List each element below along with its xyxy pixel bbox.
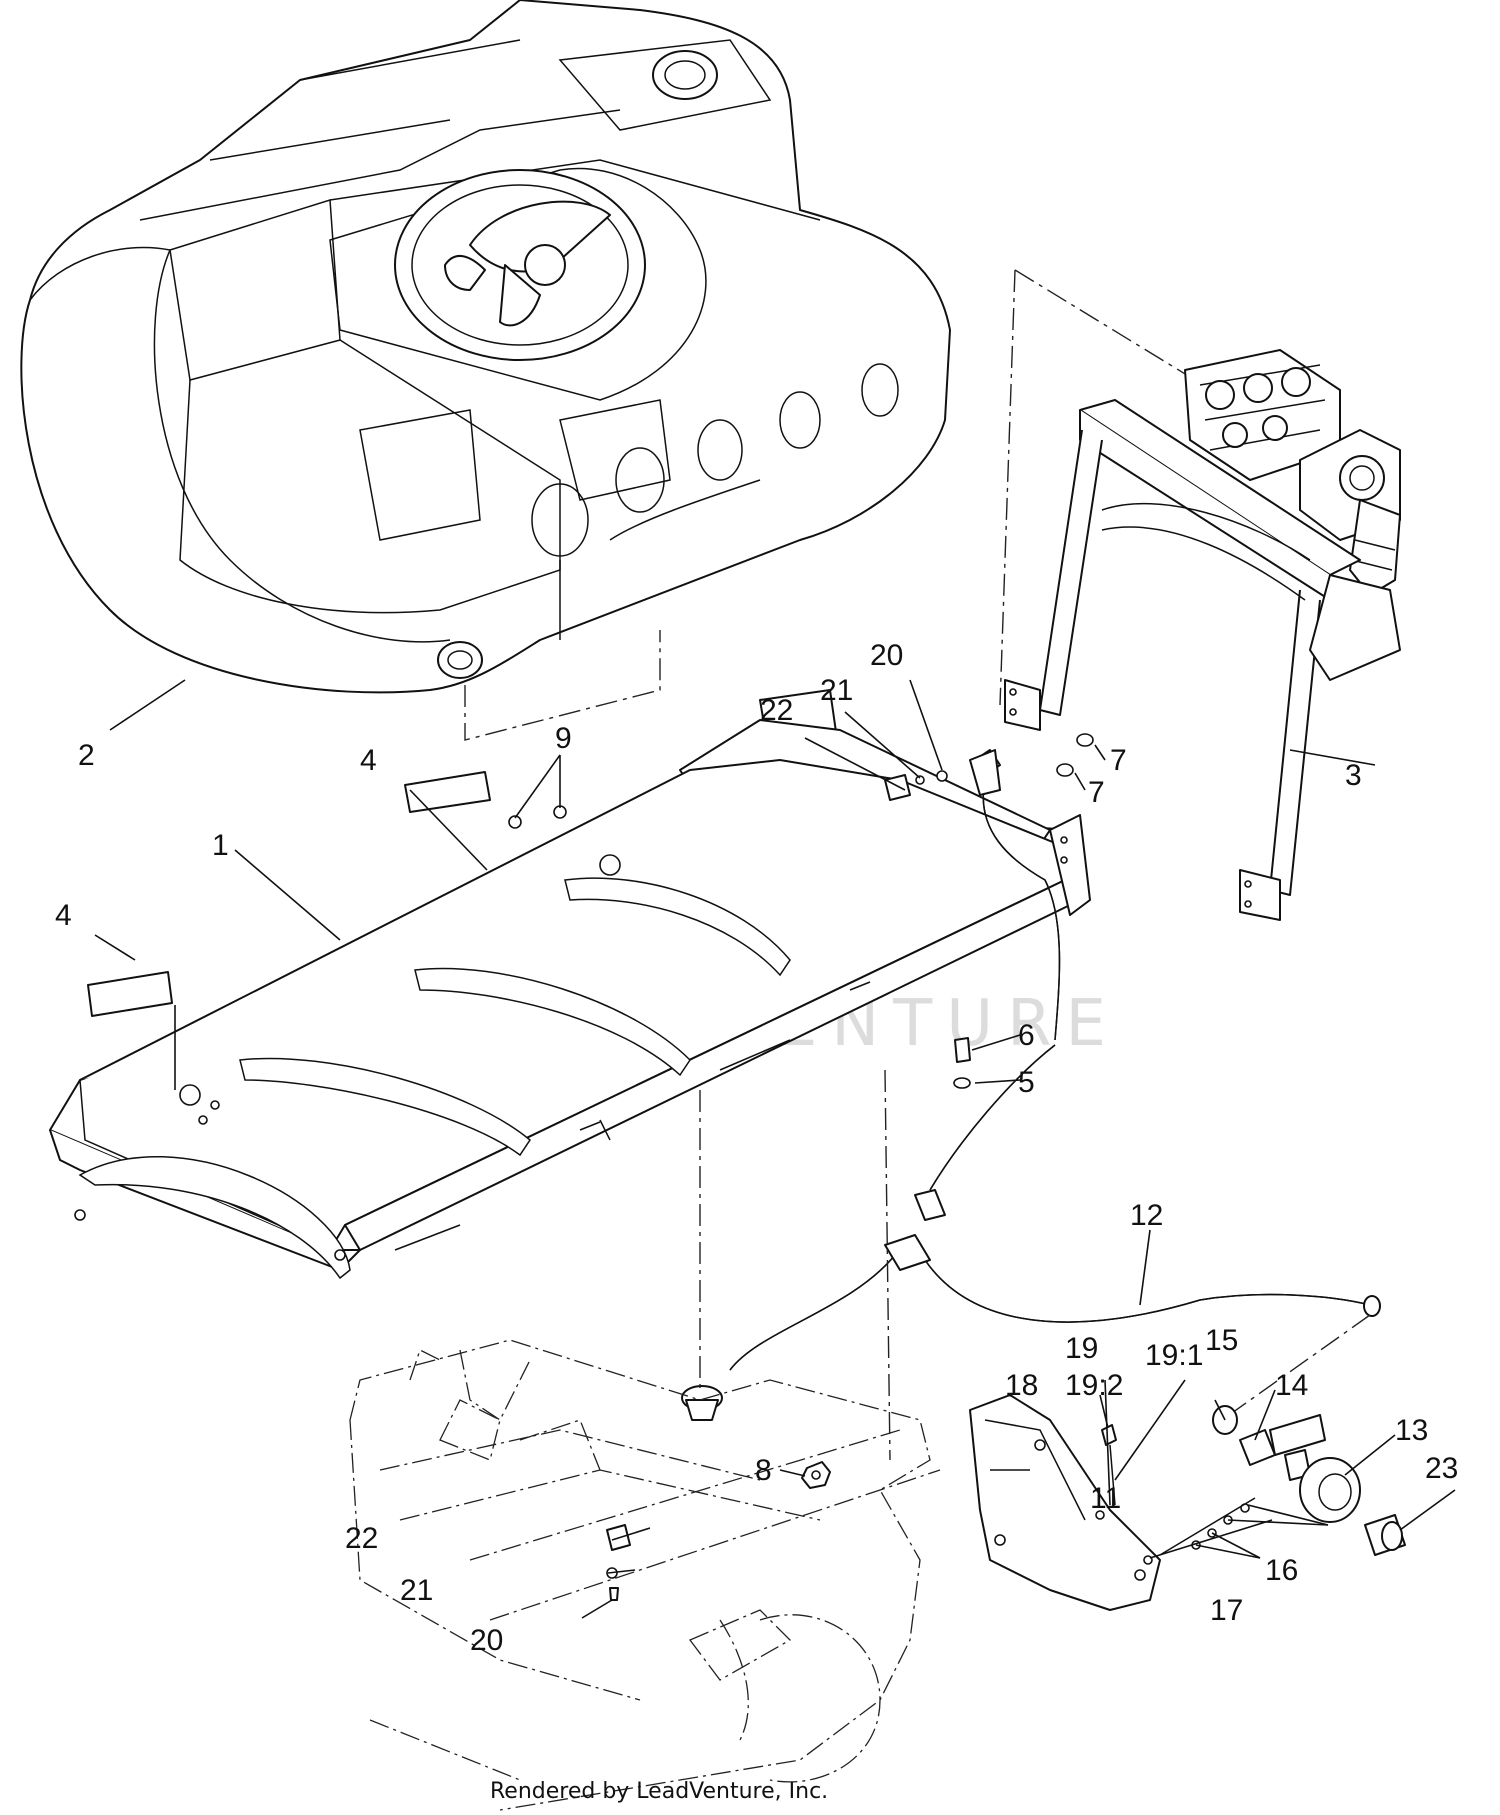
spray-tank — [20, 0, 951, 694]
callout-6: 6 — [1018, 1019, 1035, 1052]
hose-routing-line — [1214, 1314, 1371, 1426]
callout-22-upper: 22 — [760, 694, 793, 727]
decals-item-4 — [87, 771, 491, 1017]
callout-5: 5 — [1018, 1066, 1035, 1099]
bolts-item-7 — [1056, 733, 1094, 777]
render-credit: Rendered by LeadVenture, Inc. — [490, 1779, 828, 1804]
callout-3: 3 — [1345, 759, 1362, 792]
callout-7-lower: 7 — [1088, 776, 1105, 809]
callout-15: 15 — [1205, 1324, 1238, 1357]
pump-alignment-line — [1014, 269, 1196, 381]
callouts: 2 1 3 4 4 5 6 7 7 8 9 11 12 13 14 15 16 … — [55, 639, 1458, 1657]
callout-23: 23 — [1425, 1452, 1458, 1485]
callout-18: 18 — [1005, 1369, 1038, 1402]
leader-lines — [94, 679, 1456, 1619]
callout-2: 2 — [78, 739, 95, 772]
callout-20-lower: 20 — [470, 1624, 503, 1657]
callout-17: 17 — [1210, 1594, 1243, 1627]
callout-21-upper: 21 — [820, 674, 853, 707]
tank-alignment-line-right — [999, 269, 1016, 706]
hardware-item-9 — [508, 805, 567, 829]
callout-14: 14 — [1275, 1369, 1308, 1402]
pump-valve-assembly — [1184, 349, 1401, 596]
callout-11: 11 — [1090, 1482, 1121, 1515]
callout-8: 8 — [755, 1454, 772, 1487]
tank-alignment-line — [464, 630, 661, 741]
front-stand — [1004, 399, 1401, 921]
callout-22-lower: 22 — [345, 1522, 378, 1555]
hoses — [681, 749, 1381, 1421]
nut-item-8 — [801, 1461, 831, 1489]
callout-19-1: 19:1 — [1145, 1339, 1203, 1372]
callout-19: 19 — [1065, 1332, 1098, 1365]
callout-7-upper: 7 — [1110, 744, 1127, 777]
callout-19-2: 19:2 — [1065, 1369, 1123, 1402]
callout-1: 1 — [212, 829, 229, 862]
tank-support-frame — [49, 689, 1091, 1280]
callout-4-upper: 4 — [360, 744, 377, 777]
frame-drop-line — [884, 1069, 891, 1461]
clamp-hardware-bottom — [606, 1524, 631, 1601]
callout-13: 13 — [1395, 1414, 1428, 1447]
callout-9: 9 — [555, 722, 572, 755]
callout-4-lower: 4 — [55, 899, 72, 932]
callout-12: 12 — [1130, 1199, 1163, 1232]
callout-21-lower: 21 — [400, 1574, 433, 1607]
callout-20-upper: 20 — [870, 639, 903, 672]
callout-16: 16 — [1265, 1554, 1298, 1587]
vehicle-chassis-phantom — [349, 1339, 1161, 1811]
hardware-items-5-6 — [953, 1037, 971, 1089]
valve-hardware — [1095, 1405, 1406, 1565]
